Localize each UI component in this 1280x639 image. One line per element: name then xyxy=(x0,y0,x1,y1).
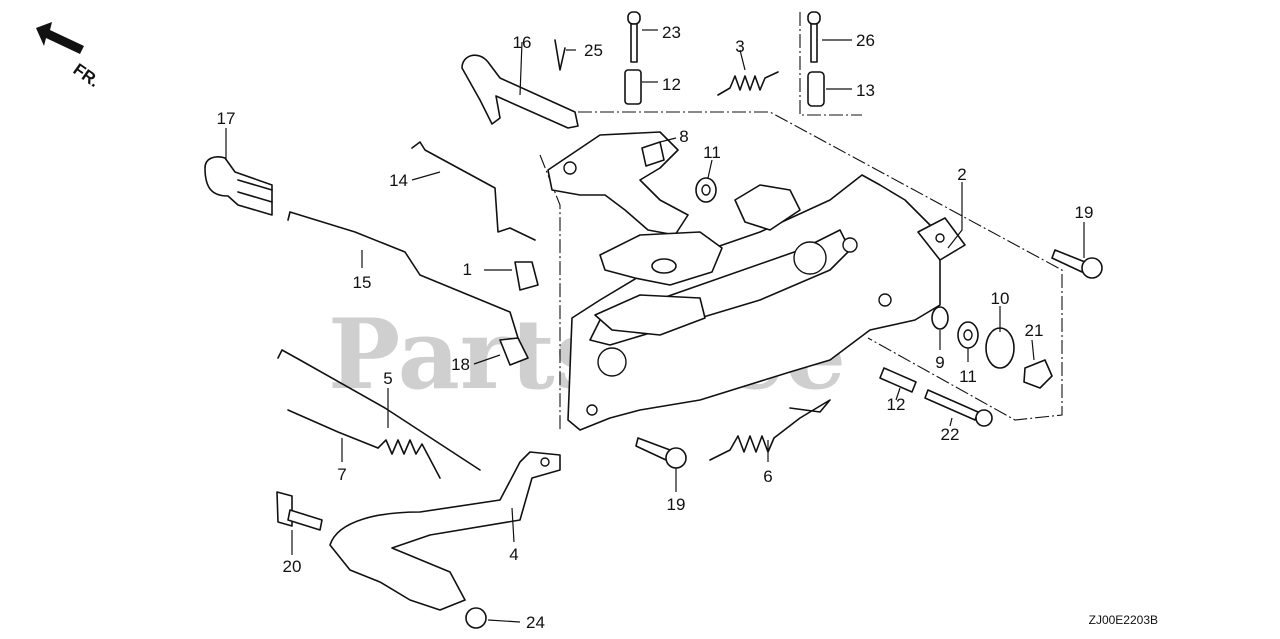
callout-7: 7 xyxy=(337,465,346,484)
control-knob xyxy=(204,156,273,216)
diagram-code: ZJ00E2203B xyxy=(1089,613,1158,627)
callout-12-upper: 12 xyxy=(662,75,681,94)
callout-2: 2 xyxy=(957,165,966,184)
control-lever-arm xyxy=(329,451,561,611)
callout-21: 21 xyxy=(1025,321,1044,340)
callout-11-lower: 11 xyxy=(959,367,977,386)
callout-16: 16 xyxy=(513,33,532,52)
return-spring xyxy=(709,399,831,461)
bolt-22 xyxy=(924,389,993,427)
washers xyxy=(695,177,1015,369)
callout-23: 23 xyxy=(662,23,681,42)
callout-15: 15 xyxy=(353,273,372,292)
callout-19-lower: 19 xyxy=(667,495,686,514)
bolt-20 xyxy=(276,491,323,531)
governor-spring xyxy=(287,409,441,479)
callout-12-lower: 12 xyxy=(887,395,906,414)
callout-11-upper: 11 xyxy=(703,143,721,162)
callout-4: 4 xyxy=(509,545,518,564)
front-direction-label: FR. xyxy=(70,60,103,91)
springs-12 xyxy=(624,69,917,393)
callout-10: 10 xyxy=(991,289,1010,308)
nut-21 xyxy=(1023,359,1053,389)
callout-labels: 1 2 3 4 5 6 7 8 9 10 11 11 12 12 13 14 1… xyxy=(217,23,1094,632)
front-direction-arrow-icon: FR. xyxy=(36,22,103,91)
leader-lines xyxy=(225,29,1085,623)
governor-rod xyxy=(287,211,519,339)
callout-18: 18 xyxy=(451,355,470,374)
callout-5: 5 xyxy=(383,369,392,388)
callout-1: 1 xyxy=(463,260,472,279)
callout-25: 25 xyxy=(584,41,603,60)
choke-rod-lower xyxy=(277,349,481,471)
callout-20: 20 xyxy=(283,557,302,576)
screws-23-26 xyxy=(627,11,825,107)
choke-rod xyxy=(411,141,536,241)
rod-clip xyxy=(499,39,566,366)
bolt-19-upper xyxy=(1051,249,1103,279)
callout-19-upper: 19 xyxy=(1075,203,1094,222)
callout-13: 13 xyxy=(856,81,875,100)
bolt-19-lower xyxy=(635,437,687,469)
callout-26: 26 xyxy=(856,31,875,50)
callout-24: 24 xyxy=(526,613,545,632)
assembly-boundary xyxy=(539,12,1063,430)
callout-8: 8 xyxy=(679,127,688,146)
callout-9: 9 xyxy=(935,353,944,372)
nut-24 xyxy=(465,607,487,629)
callout-22: 22 xyxy=(941,425,960,444)
callout-14: 14 xyxy=(389,171,408,190)
governor-lever xyxy=(547,131,723,336)
callout-17: 17 xyxy=(217,109,236,128)
throttle-return-spring xyxy=(717,71,779,96)
callout-6: 6 xyxy=(763,467,772,486)
callout-3: 3 xyxy=(735,37,744,56)
